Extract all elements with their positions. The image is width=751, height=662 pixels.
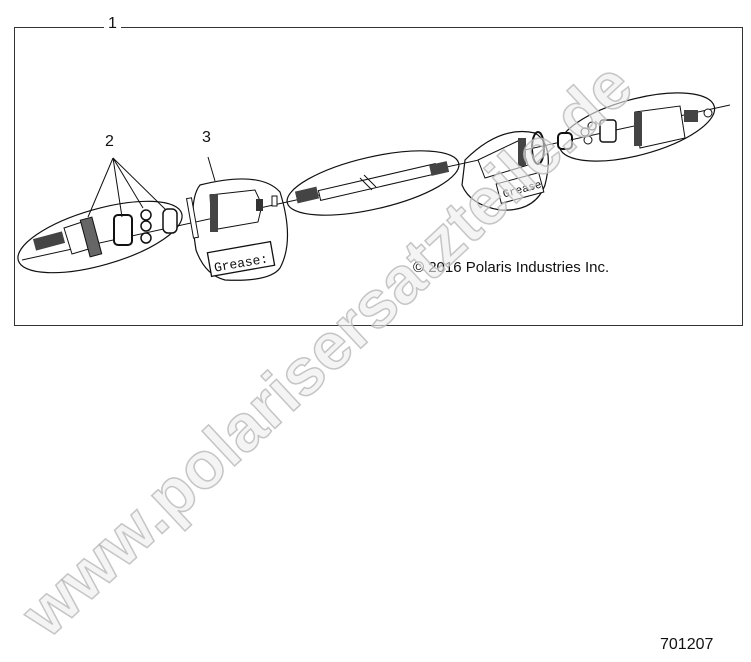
outer-cv-joint-group — [17, 200, 183, 274]
callout-2-leaders — [87, 157, 167, 218]
inner-boot-group: Grease — [461, 130, 549, 211]
copyright-notice: © 2016 Polaris Industries Inc. — [413, 259, 610, 276]
inner-cv-joint-group — [557, 92, 716, 162]
axle-shaft-group — [286, 150, 460, 216]
boot-kit-group: Grease: — [185, 156, 289, 281]
callout-3: 3 — [202, 129, 211, 146]
callout-2: 2 — [105, 133, 114, 150]
callout-1: 1 — [104, 16, 121, 32]
diagram-frame — [14, 27, 743, 326]
figure-number: 701207 — [660, 636, 714, 653]
